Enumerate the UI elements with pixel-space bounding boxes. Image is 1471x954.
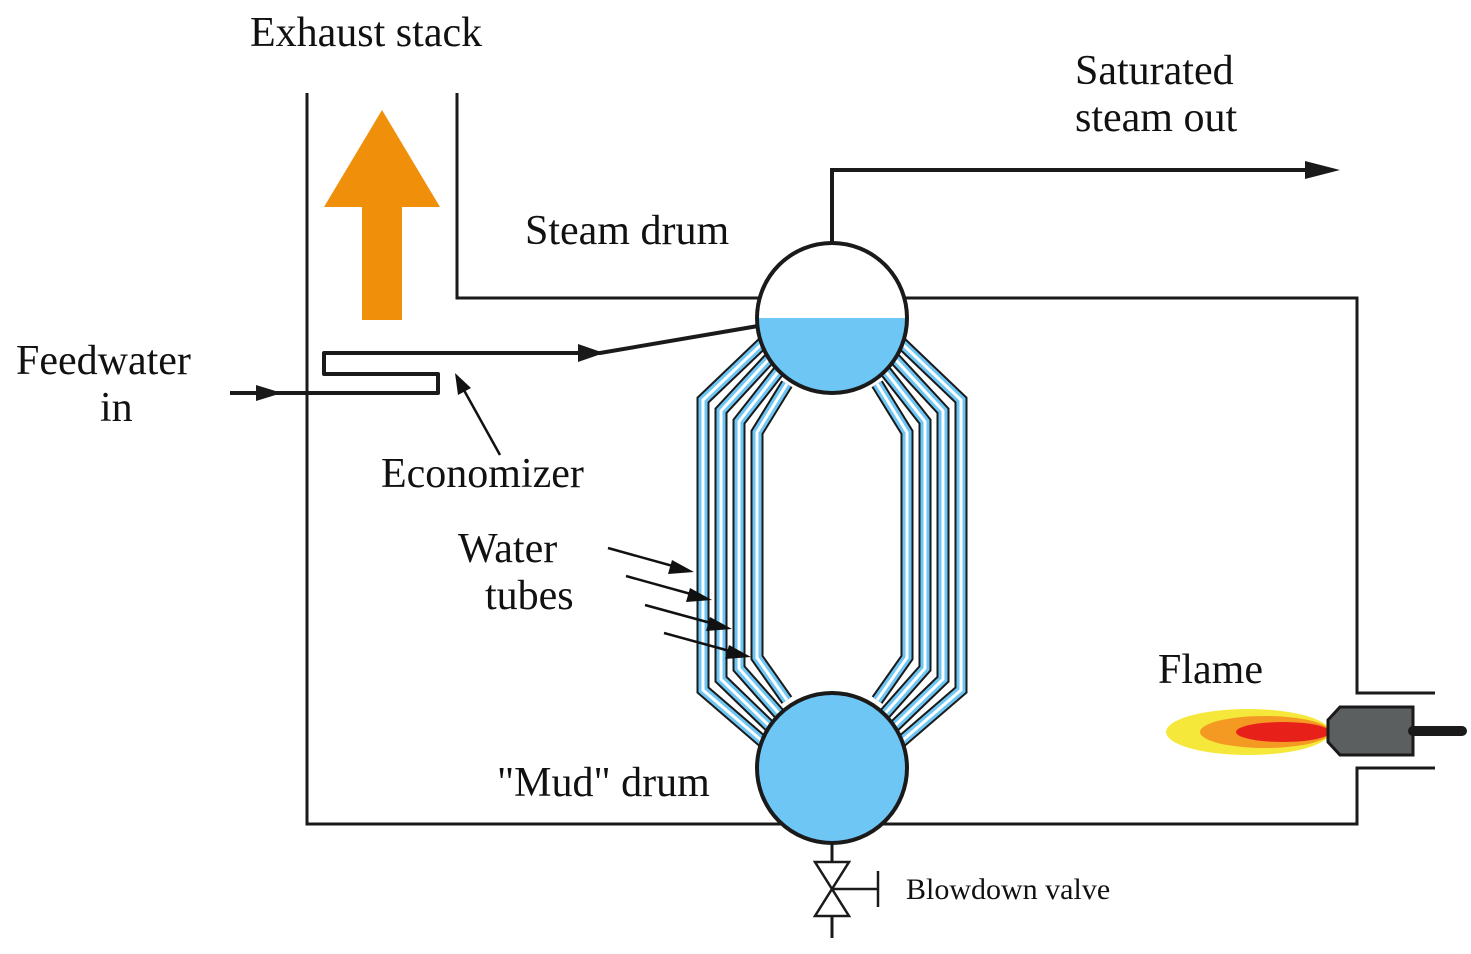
water-tube [701,336,770,748]
water-tube [719,352,776,732]
flame-label: Flame [1158,647,1263,693]
steam-drum-label: Steam drum [525,208,729,254]
steam-outlet-pipe [830,161,1340,243]
water-tubes-label-line1: Water [458,526,557,572]
water-tubes-pointers [607,546,751,659]
furnace-enclosure [305,93,1435,826]
feedwater-label-line2: in [100,385,133,431]
blowdown-valve-label: Blowdown valve [906,873,1110,906]
gate-valve-icon [812,843,880,938]
economizer-pointer [455,373,502,456]
water-tube [882,367,927,717]
water-tube [888,352,945,732]
water-tube [894,336,963,748]
exhaust-stack-label: Exhaust stack [250,10,482,56]
economizer-label: Economizer [381,451,584,497]
water-tube [737,367,782,717]
water-tubes-right [871,333,968,751]
exhaust-arrow-icon [324,110,440,320]
feedwater-pipe [230,324,759,401]
burner-icon [1166,705,1467,757]
feedwater-label-line1: Feedwater [16,338,191,384]
water-tube [752,381,791,703]
saturated-steam-label-line2: steam out [1075,95,1237,141]
mud-drum [755,691,909,845]
mud-drum-label: "Mud" drum [497,760,710,806]
water-tube [875,383,909,701]
water-tube [873,381,912,703]
water-tubes-left [696,333,793,751]
water-tubes-label-line2: tubes [485,573,574,619]
saturated-steam-label-line1: Saturated [1075,48,1234,94]
water-tube [755,383,789,701]
